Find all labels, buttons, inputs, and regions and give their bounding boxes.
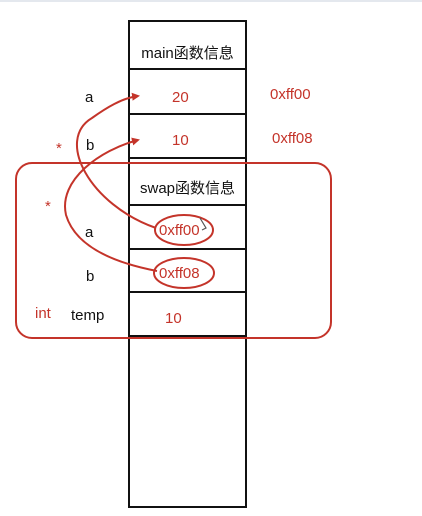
swap-frame-highlight-box [15,162,332,339]
pointer-star-a: * [45,198,51,215]
stack-divider [130,291,245,293]
main-a-value: 20 [172,89,189,106]
swap-a-value: 0xff00 [159,222,200,239]
pointer-star-b: * [56,140,62,157]
swap-b-circle [153,257,215,289]
swap-b-label: b [86,268,95,285]
main-a-label: a [85,89,94,106]
temp-value: 10 [165,310,182,327]
pointer-b-arrow [64,137,158,272]
main-a-address: 0xff00 [270,86,311,103]
swap-a-label: a [85,224,94,241]
main-b-value: 10 [172,132,189,149]
main-b-label: b [86,137,95,154]
swap-frame-header: swap函数信息 [139,180,236,197]
temp-type-label: int [35,305,51,322]
mouse-cursor-icon [199,217,207,231]
stack-divider [130,335,245,337]
pointer-a-arrow [75,92,157,229]
swap-a-circle [154,214,214,246]
main-frame-header: main函数信息 [141,45,234,62]
memory-stack: main函数信息 swap函数信息 [128,20,247,508]
stack-divider [130,204,245,206]
stack-divider [130,113,245,115]
swap-b-value: 0xff08 [159,265,200,282]
top-border [0,0,422,2]
main-b-address: 0xff08 [272,130,313,147]
stack-divider [130,157,245,159]
stack-divider [130,248,245,250]
stack-divider [130,68,245,70]
temp-label: temp [71,307,105,324]
